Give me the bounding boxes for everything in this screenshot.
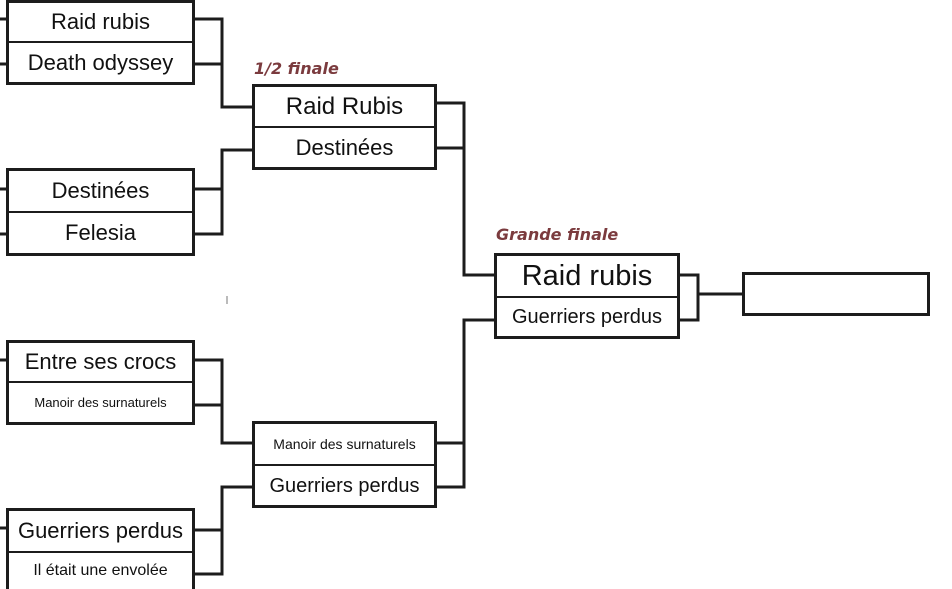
semifinal-round-label: 1/2 finale (254, 59, 339, 78)
bracket-slot: Raid rubis (494, 253, 680, 297)
bracket-slot: Manoir des surnaturels (252, 421, 437, 465)
bracket-slot: Entre ses crocs (6, 340, 195, 382)
winner-slot (742, 272, 930, 316)
bracket-slot: Death odyssey (6, 42, 195, 85)
final-round-label: Grande finale (496, 225, 619, 244)
bracket-slot: Manoir des surnaturels (6, 382, 195, 425)
bracket-slot: Raid rubis (6, 0, 195, 42)
bracket-slot: Raid Rubis (252, 84, 437, 127)
bracket-slot: Guerriers perdus (6, 508, 195, 552)
bracket-slot: Destinées (6, 168, 195, 212)
bracket-slot: Destinées (252, 127, 437, 170)
bracket-slot: Guerriers perdus (494, 297, 680, 339)
bracket-slot: Il était une envolée (6, 552, 195, 589)
stray-mark (226, 296, 228, 304)
bracket-slot: Felesia (6, 212, 195, 256)
bracket-slot: Guerriers perdus (252, 465, 437, 508)
